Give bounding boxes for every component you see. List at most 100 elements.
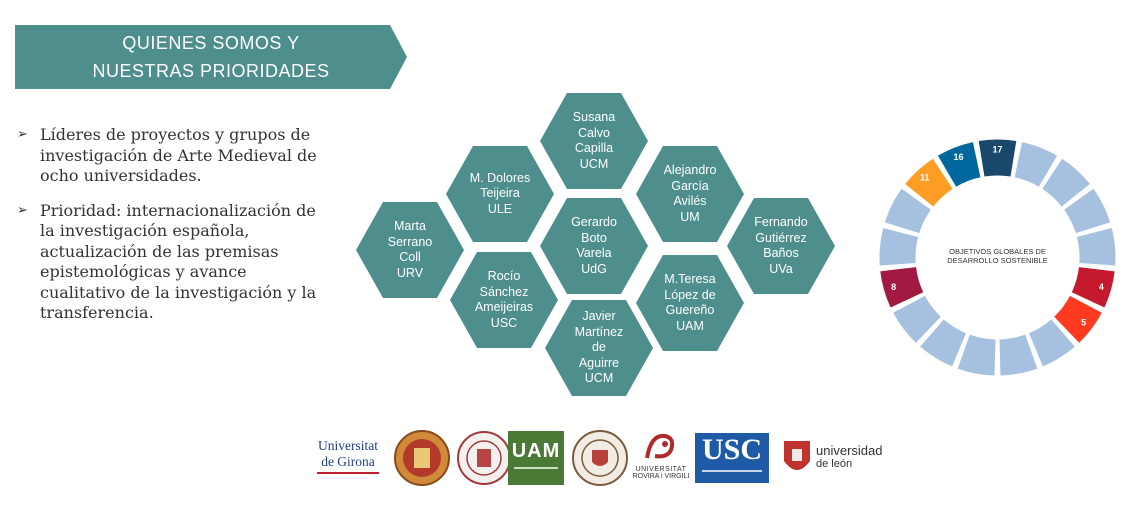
arrow-bullet-icon: ➢ bbox=[17, 202, 28, 218]
sdg-segment bbox=[920, 319, 966, 367]
leon-shield-icon bbox=[784, 441, 810, 470]
bullet-item: ➢ Prioridad: internacionalización de la … bbox=[17, 201, 317, 324]
sdg-segment bbox=[1054, 295, 1102, 343]
hexagon-text-line: M. Dolores bbox=[469, 170, 531, 185]
logo-seal-murcia bbox=[572, 430, 628, 486]
leon-line-2: de león bbox=[816, 458, 853, 470]
hexagon-text-line: Alejandro bbox=[663, 163, 717, 177]
sdg-goal-number: 17 bbox=[992, 145, 1002, 155]
hexagon-text-line: Fernando bbox=[754, 215, 808, 229]
sdg-goal-number: 5 bbox=[1081, 318, 1086, 328]
hexagon-text-line: García bbox=[671, 178, 709, 193]
sdg-center-label: OBJETIVOS GLOBALES DE DESARROLLO SOSTENI… bbox=[910, 247, 1085, 265]
logo-seal-valladolid bbox=[394, 430, 450, 486]
logo-universitat-rovira-i-virgili: UNIVERSITAT ROVIRA i VIRGILI bbox=[632, 430, 690, 480]
hexagon-text-line: Sánchez bbox=[479, 284, 529, 299]
sdg-segment bbox=[999, 334, 1038, 376]
hexagon-text-line: Aguirre bbox=[578, 355, 620, 370]
hexagon-text-line: ULE bbox=[487, 201, 513, 216]
logo-seal-complutense bbox=[457, 431, 511, 485]
hexagon-text-line: Baños bbox=[763, 246, 799, 260]
hexagon-text-line: Gerardo bbox=[571, 215, 617, 229]
hexagon-text-line: Rocío bbox=[487, 269, 521, 283]
sdg-goal-number: 8 bbox=[891, 282, 896, 292]
logo-usc: USC bbox=[695, 433, 769, 483]
bullet-list: ➢ Líderes de proyectos y grupos de inves… bbox=[17, 125, 317, 336]
sdg-segment bbox=[1029, 319, 1075, 367]
urv-line-1: UNIVERSITAT bbox=[635, 466, 687, 473]
usc-subline bbox=[702, 470, 762, 472]
hexagon-text-line: M.Teresa bbox=[664, 272, 716, 286]
hexagon-text-line: USC bbox=[490, 315, 518, 330]
hexagon-text-line: Teijeira bbox=[480, 186, 520, 201]
bullet-text: Líderes de proyectos y grupos de investi… bbox=[40, 125, 317, 185]
sdg-segment bbox=[893, 295, 941, 343]
sdg-segment bbox=[957, 334, 996, 376]
girona-line-2: de Girona bbox=[321, 454, 375, 469]
hexagon-text-line: Javier bbox=[582, 309, 616, 324]
logo-uam: UAM bbox=[508, 431, 564, 485]
sdg-segment bbox=[884, 188, 931, 234]
sdg-segment bbox=[905, 158, 953, 207]
sdg-segment bbox=[1014, 142, 1058, 187]
arrow-bullet-icon: ➢ bbox=[17, 127, 28, 142]
hexagon-text-line: Guereño bbox=[665, 303, 715, 317]
girona-line-1: Universitat bbox=[318, 438, 378, 453]
hexagon-text-line: Serrano bbox=[387, 234, 433, 249]
sdg-goal-number: 4 bbox=[1099, 282, 1104, 292]
hexagon-text-line: Calvo bbox=[578, 125, 610, 140]
hexagon-text-line: UCM bbox=[584, 371, 614, 386]
hexagon-text-line: Varela bbox=[576, 246, 612, 260]
sdg-segment bbox=[978, 139, 1017, 177]
sdg-goal-number: 11 bbox=[920, 173, 930, 183]
sdg-center-line-1: OBJETIVOS GLOBALES DE bbox=[949, 247, 1046, 256]
uam-text: UAM bbox=[511, 440, 561, 462]
hexagon-text-line: de bbox=[592, 340, 606, 355]
hexagon-text-line: UCM bbox=[579, 156, 609, 171]
section-banner: QUIENES SOMOS Y NUESTRAS PRIORIDADES bbox=[15, 25, 407, 89]
hexagon-text-line: Martínez bbox=[574, 324, 624, 339]
urv-line-2: ROVIRA i VIRGILI bbox=[632, 473, 690, 480]
hexagon-text-line: Susana bbox=[572, 110, 616, 124]
sdg-segment bbox=[879, 228, 919, 266]
sdg-segment bbox=[880, 267, 924, 308]
urv-emblem-icon bbox=[645, 433, 675, 459]
hexagon-text-line: Capilla bbox=[574, 141, 614, 155]
hexagon-text-line: UdG bbox=[581, 261, 607, 276]
girona-underline bbox=[317, 472, 379, 474]
sdg-segment bbox=[1064, 188, 1111, 234]
sdg-wheel: 17 4 5 8 11 16 bbox=[879, 139, 1116, 376]
hexagon-text-line: Gutiérrez bbox=[755, 230, 807, 245]
sdg-goal-number: 16 bbox=[953, 152, 963, 162]
usc-text: USC bbox=[701, 433, 762, 466]
sdg-segment bbox=[1042, 158, 1090, 207]
hexagon-text-line: URV bbox=[396, 265, 424, 280]
sdg-segment bbox=[1076, 228, 1116, 266]
hexagon-text-line: Coll bbox=[399, 250, 421, 264]
hexagon-text-line: Marta bbox=[394, 219, 426, 233]
hexagon-text-line: UM bbox=[680, 209, 700, 224]
hexagon-text-line: López de bbox=[664, 287, 716, 302]
logo-universitat-de-girona: Universitat de Girona bbox=[312, 438, 384, 474]
sdg-segment bbox=[937, 142, 981, 187]
bullet-item: ➢ Líderes de proyectos y grupos de inves… bbox=[17, 125, 317, 187]
uam-subline bbox=[514, 467, 558, 469]
leon-line-1: universidad bbox=[816, 443, 883, 458]
sdg-segment bbox=[1071, 267, 1115, 308]
banner-line-1: QUIENES SOMOS Y bbox=[122, 33, 300, 53]
hexagon-text-line: Boto bbox=[581, 230, 607, 245]
hexagon-text-line: Ameijeiras bbox=[474, 300, 534, 314]
bullet-text: Prioridad: internacionalización de la in… bbox=[40, 200, 317, 323]
sdg-center-line-2: DESARROLLO SOSTENIBLE bbox=[947, 256, 1048, 265]
logo-universidad-de-leon: universidad de león bbox=[782, 435, 883, 481]
banner-line-2: NUESTRAS PRIORIDADES bbox=[92, 61, 330, 81]
